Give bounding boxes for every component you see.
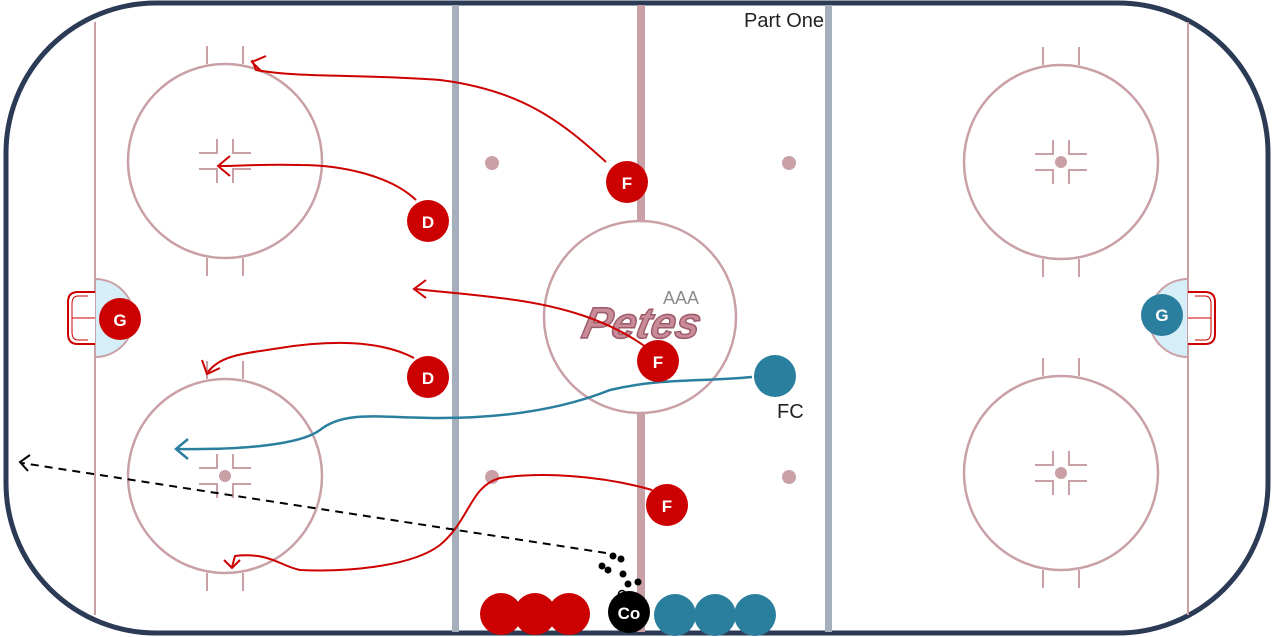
forward-center-label: F: [653, 353, 663, 372]
neutral-dot: [485, 156, 499, 170]
faceoff-circle: [126, 361, 324, 591]
arrow-forward-center: [412, 279, 427, 299]
player-goalie-blue[interactable]: G: [1141, 294, 1183, 336]
forward-top-label: F: [622, 174, 632, 193]
logo-sub-text: AAA: [663, 288, 699, 308]
defense-bottom-marker: [407, 356, 449, 398]
path-forecheck: [177, 375, 753, 451]
goalie-blue-marker: [1141, 294, 1183, 336]
player-forward-bottom[interactable]: F: [646, 484, 688, 526]
goalie-red-label: G: [113, 311, 126, 330]
bench-red: [480, 593, 590, 635]
blue-line-right: [825, 5, 832, 632]
player-defense-top[interactable]: D: [407, 200, 449, 242]
bench-blue-player[interactable]: [734, 594, 776, 636]
player-forward-center[interactable]: F: [637, 340, 679, 382]
diagram-title: Part One: [744, 10, 825, 32]
faceoff-circles: [126, 46, 1160, 591]
coach[interactable]: Co: [608, 591, 650, 633]
coach-marker: [608, 591, 650, 633]
forechecker-marker: [754, 355, 796, 397]
puck: [619, 570, 627, 578]
neutral-dot: [782, 470, 796, 484]
forward-bottom-label: F: [662, 497, 672, 516]
player-forechecker[interactable]: [754, 355, 796, 397]
defense-top-label: D: [422, 213, 434, 232]
puck: [598, 562, 606, 570]
arrow-forward-bottom: [223, 559, 241, 570]
arrow-forecheck: [174, 438, 189, 460]
logo-main-text: Petes: [578, 299, 706, 347]
team-logo: Petes AAA: [577, 288, 706, 349]
goalie-red-marker: [99, 298, 141, 340]
goalie-blue-label: G: [1155, 306, 1168, 325]
forward-bottom-marker: [646, 484, 688, 526]
faceoff-circle: [126, 46, 324, 276]
bench-blue-player[interactable]: [654, 594, 696, 636]
puck: [624, 580, 632, 588]
bench-red-player[interactable]: [548, 593, 590, 635]
bench-blue: [654, 594, 776, 636]
bench-blue-player[interactable]: [694, 594, 736, 636]
blue-line-left: [452, 5, 459, 632]
puck: [604, 566, 612, 574]
movement-paths: [18, 55, 753, 572]
faceoff-circle: [962, 47, 1160, 277]
defense-bottom-label: D: [422, 369, 434, 388]
path-forwards-bottom: [231, 474, 653, 572]
puck: [609, 552, 617, 560]
bench-red-player[interactable]: [514, 593, 556, 635]
puck: [634, 578, 642, 586]
defense-top-marker: [407, 200, 449, 242]
path-forward-center: [415, 288, 651, 351]
player-defense-bottom[interactable]: D: [407, 356, 449, 398]
path-defense-bottom: [207, 341, 415, 373]
path-forward-top: [251, 59, 607, 163]
forward-center-marker: [637, 340, 679, 382]
puck: [617, 555, 625, 563]
center-circle: [542, 219, 738, 415]
arrow-pass: [18, 454, 31, 472]
bench-red-player[interactable]: [480, 593, 522, 635]
forecheck-label: FC: [777, 401, 804, 423]
forward-top-marker: [606, 161, 648, 203]
player-goalie-red[interactable]: G: [99, 298, 141, 340]
path-defense-top: [219, 163, 417, 201]
arrow-forward-top: [250, 55, 267, 73]
player-forward-top[interactable]: F: [606, 161, 648, 203]
neutral-dot: [782, 156, 796, 170]
arrow-defense-top: [216, 155, 231, 177]
coach-label: Co: [618, 604, 641, 623]
arrow-defense-bottom: [201, 359, 221, 376]
faceoff-circle: [962, 358, 1160, 588]
path-pass: [21, 462, 607, 554]
